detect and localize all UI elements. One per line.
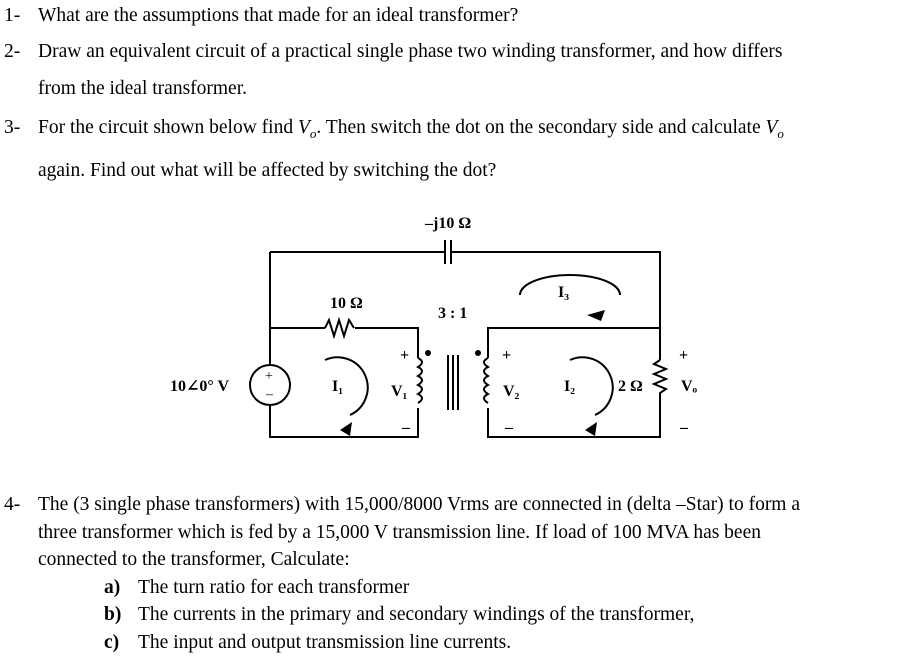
v2-label: V₂ [503,383,520,400]
question-text-line: again. Find out what will be affected by… [38,159,497,181]
question-number: 2- [4,41,21,62]
sub-item-text: The currents in the primary and secondar… [138,604,695,625]
sub-item-b: b) The currents in the primary and secon… [104,601,891,629]
question-number: 1- [4,5,21,26]
sub-item-c: c) The input and output transmission lin… [104,629,891,657]
i1-label: I₁ [332,378,343,395]
v1-plus: + [400,347,409,364]
source-label: 10∠0° V [170,378,230,395]
vo-symbol: Vo [297,117,317,141]
question-text-line: For the circuit shown below find Vo. The… [38,109,891,152]
vo-minus: – [679,419,689,436]
source-plus: + [265,369,273,384]
capacitor-label: –j10 Ω [424,215,471,232]
i3-label: I₃ [558,284,569,301]
text-fragment: For the circuit shown below find [38,117,298,138]
sub-item-text: The turn ratio for each transformer [138,576,410,598]
question-text-line: Draw an equivalent circuit of a practica… [38,41,783,62]
source-minus: – [265,387,274,402]
circuit-diagram: + – –j10 Ω 10 Ω 3 : 1 10∠0° V I₁ V₁ + – … [170,215,698,438]
sub-item-label: b) [104,604,122,625]
resistor2-label: 2 Ω [618,378,643,395]
question-text-line: three transformer which is fed by a 15,0… [38,521,761,543]
question-3: 3- For the circuit shown below find Vo. … [4,109,891,189]
vo-label: Vₒ [681,378,698,395]
question-number: 4- [4,494,21,515]
sub-item-text: The input and output transmission line c… [138,631,512,653]
sub-item-label: c) [104,631,120,653]
sub-item-a: a) The turn ratio for each transformer [104,574,891,602]
question-4: 4- The (3 single phase transformers) wit… [4,491,891,656]
v2-plus: + [502,347,511,364]
question-text: What are the assumptions that made for a… [38,5,519,26]
v1-minus: – [401,419,411,436]
ratio-label: 3 : 1 [438,305,467,322]
sub-item-label: a) [104,576,121,598]
i2-label: I₂ [564,378,575,395]
resistor1-label: 10 Ω [330,295,363,312]
text-fragment: . Then switch the dot on the secondary s… [316,117,766,138]
question-2: 2- Draw an equivalent circuit of a pract… [4,33,891,107]
v2-minus: – [504,419,514,436]
question-text-line: connected to the transformer, Calculate: [38,549,350,570]
vo-main: V [297,117,310,138]
question-1: 1- What are the assumptions that made fo… [4,0,891,34]
vo-main: V [765,117,778,138]
question-text-line: from the ideal transformer. [38,78,248,99]
vo-sub: o [309,125,317,141]
vo-plus: + [679,347,688,364]
vo-sub: o [777,125,784,141]
vo-symbol: Vo [765,117,784,141]
question-text-line: The (3 single phase transformers) with 1… [38,494,801,515]
v1-label: V₁ [391,383,408,400]
question-number: 3- [4,117,21,138]
